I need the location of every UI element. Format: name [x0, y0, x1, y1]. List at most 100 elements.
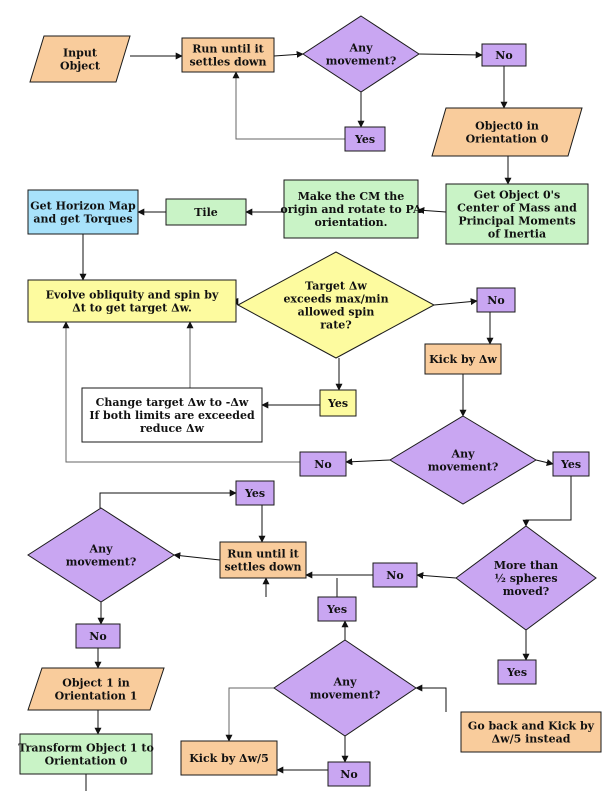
run-settle-1-label: settles down	[189, 56, 266, 69]
connector-arrow	[535, 459, 554, 466]
no-4-label: No	[386, 569, 403, 582]
node-yes-3: Yes	[552, 451, 590, 477]
tile-label: Tile	[194, 206, 218, 219]
run-settle-2-label: Run until it	[227, 548, 299, 561]
no-3-shape	[299, 451, 347, 477]
any-movement-3-label: Any	[89, 543, 114, 556]
no-1-label: No	[495, 49, 512, 62]
no-2-label: No	[487, 294, 504, 307]
yes-1-shape	[344, 126, 386, 152]
object0-orientation0-label: Orientation 0	[466, 133, 549, 146]
yes-3-label: Yes	[560, 458, 581, 471]
more-than-half-label: moved?	[503, 585, 550, 598]
connector-arrow	[62, 321, 300, 463]
node-no-3: No	[299, 451, 347, 477]
no-1-shape	[481, 43, 527, 67]
evolve-obliquity-label: Evolve obliquity and spin by	[46, 289, 219, 302]
connector-arrow	[416, 571, 457, 579]
object1-orientation1-label: Object 1 in	[62, 677, 130, 690]
connector-arrow	[415, 684, 447, 712]
run-settle-2-label: settles down	[224, 561, 301, 574]
yes-6-shape	[497, 659, 537, 685]
node-no-4: No	[372, 562, 418, 588]
any-movement-4-shape	[273, 639, 417, 737]
object1-orientation1-shape	[27, 667, 165, 711]
yes-4-shape	[235, 480, 275, 506]
evolve-obliquity-label: Δt to get target Δw.	[72, 302, 192, 315]
node-no-6: No	[327, 761, 371, 787]
target-exceeds-label: exceeds max/min	[283, 293, 388, 306]
make-cm-origin-shape	[283, 179, 419, 239]
transform-object1-label: Transform Object 1 to	[18, 742, 154, 755]
node-yes-2: Yes	[319, 389, 357, 417]
connector-arrow	[433, 298, 478, 306]
node-no-2: No	[476, 287, 516, 313]
input-object-label: Object	[60, 60, 101, 73]
any-movement-2-label: movement?	[428, 461, 499, 474]
yes-3-shape	[552, 451, 590, 477]
yes-5-label: Yes	[326, 603, 347, 616]
yes-2-shape	[319, 389, 357, 417]
any-movement-3-label: movement?	[66, 556, 137, 569]
input-object-label: Input	[63, 47, 98, 60]
node-yes-1: Yes	[344, 126, 386, 152]
evolve-obliquity-shape	[27, 279, 237, 323]
connector-arrow	[345, 458, 391, 466]
any-movement-2-shape	[389, 415, 537, 505]
kick-dw-label: Kick by Δw	[429, 353, 497, 366]
connector-arrow	[522, 476, 572, 527]
connector-arrow	[232, 71, 345, 140]
more-than-half-label: More than	[494, 559, 558, 572]
connector-arrow	[273, 50, 304, 58]
horizon-map-shape	[27, 189, 139, 235]
get-object0-cm-label: of Inertia	[488, 228, 546, 241]
connector-arrow	[173, 552, 221, 561]
node-yes-6: Yes	[497, 659, 537, 685]
target-exceeds-shape	[236, 251, 436, 359]
get-object0-cm-label: Principal Moments	[458, 215, 575, 228]
change-target-shape	[81, 387, 263, 443]
go-back-kick-shape	[460, 711, 602, 753]
node-no-1: No	[481, 43, 527, 67]
change-target-label: Change target Δw to -Δw	[96, 396, 249, 409]
connector-arrow	[418, 51, 483, 59]
yes-5-shape	[317, 596, 357, 622]
object0-orientation0-shape	[431, 107, 583, 157]
connector-arrow	[225, 687, 274, 742]
no-3-label: No	[314, 458, 331, 471]
any-movement-3-shape	[27, 507, 175, 603]
node-kick-dw: Kick by Δw	[424, 343, 502, 375]
make-cm-origin-label: Make the CM the	[298, 190, 405, 203]
no-6-label: No	[340, 768, 357, 781]
more-than-half-label: ½ spheres	[494, 572, 557, 585]
yes-4-label: Yes	[244, 487, 265, 500]
kick-dw5-label: Kick by Δw/5	[189, 752, 268, 765]
kick-dw5-shape	[180, 740, 278, 776]
get-object0-cm-label: Center of Mass and	[457, 202, 577, 215]
yes-2-label: Yes	[327, 397, 348, 410]
target-exceeds-label: allowed spin	[298, 306, 375, 319]
any-movement-4-label: movement?	[310, 689, 381, 702]
node-tile: Tile	[165, 198, 247, 226]
object1-orientation1-label: Orientation 1	[55, 690, 138, 703]
tile-shape	[165, 198, 247, 226]
horizon-map-label: and get Torques	[33, 213, 132, 226]
transform-object1-label: Orientation 0	[45, 755, 128, 768]
change-target-label: If both limits are exceeded	[89, 409, 255, 422]
any-movement-4-label: Any	[333, 676, 358, 689]
node-yes-4: Yes	[235, 480, 275, 506]
